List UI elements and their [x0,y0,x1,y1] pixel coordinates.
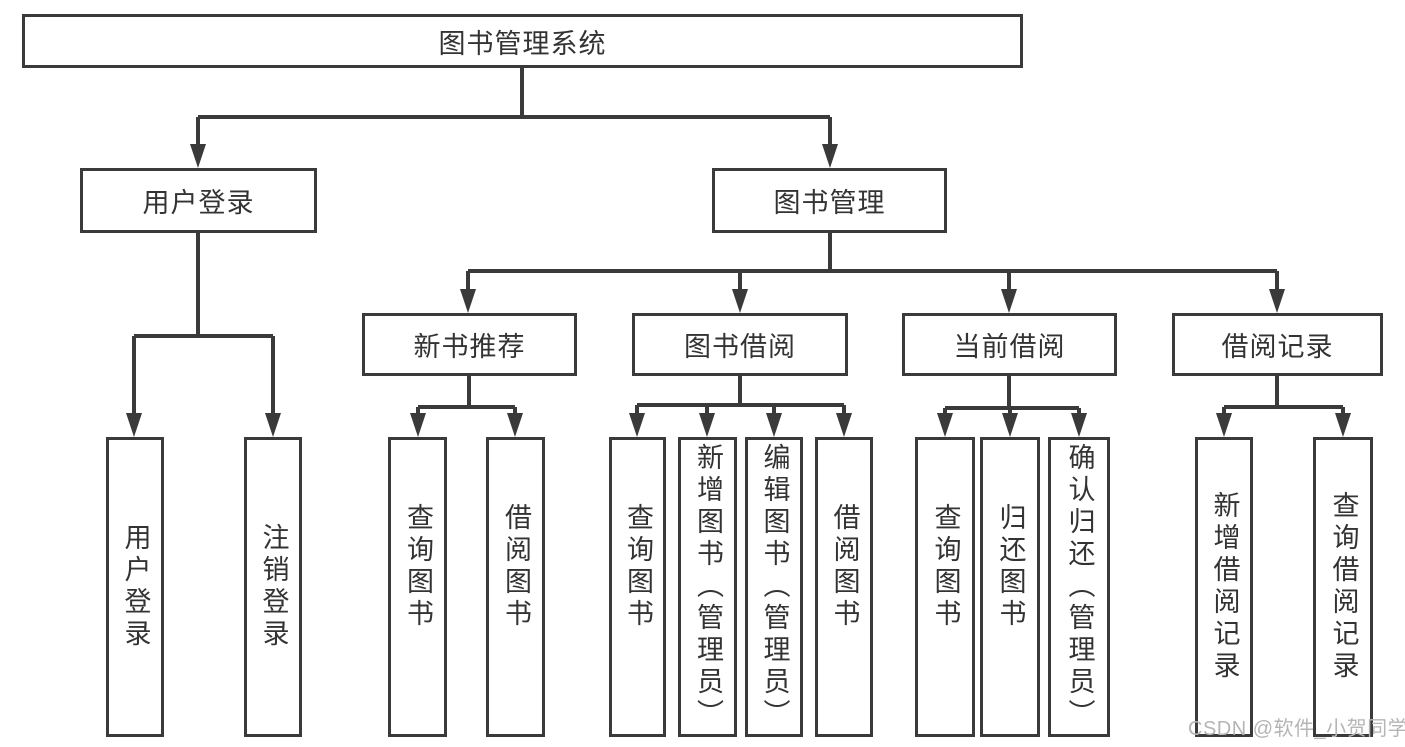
leaf-label: 归还图书 [995,503,1026,631]
leaf-label: 新增图书（管理员） [693,443,723,731]
node-book-management: 图书管理 [712,168,947,233]
leaf-user-login: 用户登录 [106,437,164,737]
leaf-label: 查询图书 [403,503,433,631]
leaf-add-borrow-record: 新增借阅记录 [1195,437,1253,737]
leaf-borrow-books-borrowing: 借阅图书 [815,437,873,737]
leaf-label: 借阅图书 [829,503,860,631]
edge-root-to-level2 [196,68,832,152]
edge-mgmt-to-level3 [466,233,1279,297]
leaf-query-books-recommend: 查询图书 [388,437,447,737]
edge-login-to-leaves [132,233,275,421]
leaf-label: 注销登录 [258,523,289,651]
leaf-logout: 注销登录 [244,437,302,737]
leaf-borrow-books-recommend: 借阅图书 [486,437,545,737]
leaf-query-books-current: 查询图书 [915,437,975,737]
leaf-edit-book-admin: 编辑图书（管理员） [745,437,803,737]
leaf-label: 确认归还（管理员） [1064,443,1095,731]
leaf-query-books-borrowing: 查询图书 [609,437,666,737]
node-borrow-records: 借阅记录 [1172,313,1383,376]
leaf-add-book-admin: 新增图书（管理员） [678,437,737,737]
leaf-label: 用户登录 [120,523,151,651]
arrowheads [126,144,1351,437]
leaf-label: 借阅图书 [501,503,531,631]
node-new-book-recommend: 新书推荐 [362,313,577,376]
watermark-text: CSDN @软件_小贺同学 [1188,718,1405,740]
edge-rec-to-leaves [416,376,517,421]
leaf-label: 查询借阅记录 [1328,491,1359,683]
leaf-label: 查询图书 [930,503,961,631]
leaf-label: 编辑图书（管理员） [759,443,790,731]
leaf-return-book: 归还图书 [980,437,1040,737]
leaf-query-borrow-record: 查询借阅记录 [1313,437,1373,737]
node-user-login: 用户登录 [80,168,317,233]
node-library-system: 图书管理系统 [22,14,1023,68]
edge-borrow-to-leaves [635,376,846,421]
leaf-label: 新增借阅记录 [1209,491,1240,683]
leaf-label: 查询图书 [623,503,653,631]
edge-hist-to-leaves [1222,376,1345,421]
node-book-borrowing: 图书借阅 [632,313,848,376]
node-current-borrowing: 当前借阅 [902,313,1117,376]
leaf-confirm-return-admin: 确认归还（管理员） [1048,437,1110,737]
